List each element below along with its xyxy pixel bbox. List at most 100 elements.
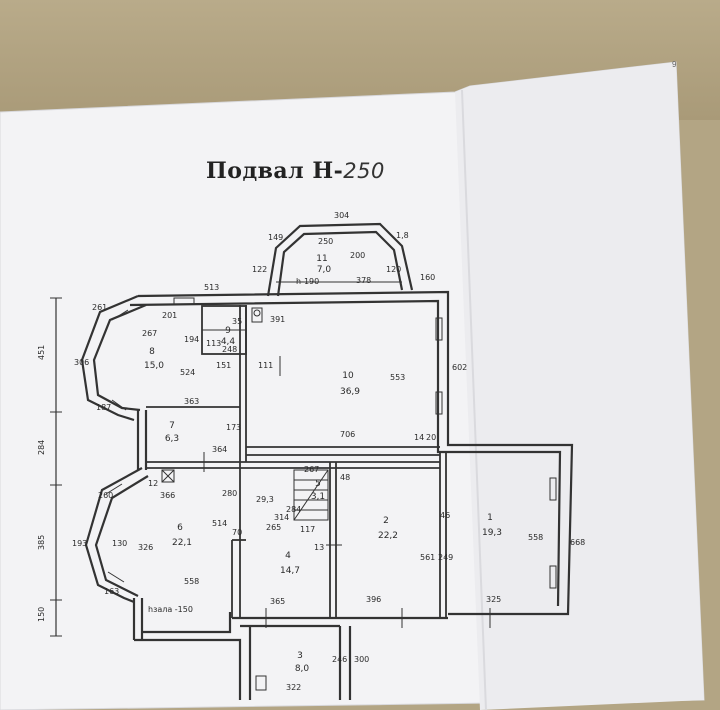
dim-alcove-width: 304 <box>334 211 349 220</box>
dim-326: 326 <box>138 543 153 552</box>
dim-706: 706 <box>340 430 355 439</box>
interior-walls <box>146 305 447 618</box>
dim-46: 46 <box>440 511 450 520</box>
dim-120: 120 <box>386 265 401 274</box>
dim-alcove-right: 1,8 <box>396 231 409 240</box>
floor-level-note: hзала -150 <box>148 605 193 614</box>
room-11-number: 11 <box>316 254 327 264</box>
dim-alcove-inner: 250 <box>318 237 333 246</box>
title-printed: Подвал Н- <box>206 158 344 184</box>
room-10-number: 10 <box>342 371 354 381</box>
dim-396: 396 <box>366 595 381 604</box>
dim-391: 391 <box>270 315 285 324</box>
dim-561: 561 <box>420 553 435 562</box>
dim-122: 122 <box>252 265 267 274</box>
room-6-area: 22,1 <box>172 538 192 548</box>
dim-194: 194 <box>184 335 199 344</box>
room-3-area: 8,0 <box>295 664 310 674</box>
dim-325: 325 <box>486 595 501 604</box>
room-2-number: 2 <box>383 516 389 526</box>
room-7-number: 7 <box>169 421 175 431</box>
page-title: Подвал Н-250 <box>206 158 385 184</box>
dim-553: 553 <box>390 373 405 382</box>
room-3-number: 3 <box>297 651 303 661</box>
dim-160: 160 <box>420 273 435 282</box>
room-5-area: 3,1 <box>311 492 325 502</box>
room-8-area: 15,0 <box>144 361 164 371</box>
dim-267b: 267 <box>304 465 319 474</box>
dim-14: 14 <box>414 433 424 442</box>
dim-70: 70 <box>232 528 242 537</box>
dim-173: 173 <box>226 423 241 432</box>
dim-363: 363 <box>184 397 199 406</box>
dim-322: 322 <box>286 683 301 692</box>
dim-35: 35 <box>232 317 242 326</box>
dim-293: 29,3 <box>256 495 274 504</box>
dim-left-2: 284 <box>37 440 46 455</box>
dim-left-1: 451 <box>37 345 46 360</box>
dim-366: 366 <box>160 491 175 500</box>
paper-fold-line <box>461 89 487 710</box>
dim-514: 514 <box>212 519 227 528</box>
page-number: 9 <box>672 60 677 69</box>
dim-261: 261 <box>92 303 107 312</box>
room-labels: 1 19,3 2 22,2 3 8,0 4 14,7 5 3,1 6 22,1 … <box>144 254 502 674</box>
room-4-number: 4 <box>285 551 291 561</box>
dim-265: 265 <box>266 523 281 532</box>
room-10-area: 36,9 <box>340 387 360 397</box>
room-7-area: 6,3 <box>165 434 179 444</box>
dim-12: 12 <box>148 479 158 488</box>
room-5-number: 5 <box>315 479 321 489</box>
title-handwritten: 250 <box>343 159 385 183</box>
dim-365: 365 <box>270 597 285 606</box>
dim-284b: 284 <box>286 505 301 514</box>
dim-alcove-left: 149 <box>268 233 283 242</box>
dim-558b: 558 <box>528 533 543 542</box>
dim-130: 130 <box>112 539 127 548</box>
dim-193: 193 <box>72 539 87 548</box>
dim-306: 306 <box>74 358 89 367</box>
room-4-area: 14,7 <box>280 566 300 576</box>
dim-602: 602 <box>452 363 467 372</box>
dim-200: 200 <box>350 251 365 260</box>
dim-151: 151 <box>216 361 231 370</box>
plan-walls <box>80 222 574 700</box>
room-1-area: 19,3 <box>482 528 502 538</box>
dim-187: 187 <box>96 403 111 412</box>
dim-524: 524 <box>180 368 195 377</box>
stair-and-details <box>50 297 557 691</box>
dim-260: 260 <box>98 491 113 500</box>
dim-249: 249 <box>438 553 453 562</box>
room-2-area: 22,2 <box>378 531 398 541</box>
room-9-area: 4,4 <box>221 337 236 347</box>
room-1-number: 1 <box>487 513 493 523</box>
room-11-area: 7,0 <box>317 265 332 275</box>
dim-558: 558 <box>184 577 199 586</box>
dim-20: 20 <box>426 433 436 442</box>
dim-111: 111 <box>258 361 273 370</box>
dim-280: 280 <box>222 489 237 498</box>
dim-201: 201 <box>162 311 177 320</box>
dim-668: 668 <box>570 538 585 547</box>
dim-248: 248 <box>222 345 237 354</box>
dim-left-3: 385 <box>37 535 46 550</box>
room-6-number: 6 <box>177 523 183 533</box>
dim-513: 513 <box>204 283 219 292</box>
paper-fold-shadow <box>455 62 704 710</box>
dim-h190: h-190 <box>296 277 319 286</box>
dim-246: 246 <box>332 655 347 664</box>
room-9-number: 9 <box>225 326 231 336</box>
dim-left-4: 150 <box>37 607 46 622</box>
dim-48: 48 <box>340 473 350 482</box>
dimension-labels: 451 284 385 150 304 250 149 1,8 513 160 … <box>37 211 585 692</box>
dim-113: 113 <box>206 339 221 348</box>
dim-267: 267 <box>142 329 157 338</box>
dim-13: 13 <box>314 543 324 552</box>
room-8-number: 8 <box>149 347 155 357</box>
dim-314: 314 <box>274 513 289 522</box>
dim-300: 300 <box>354 655 369 664</box>
dim-163: 163 <box>104 587 119 596</box>
dim-378: 378 <box>356 276 371 285</box>
